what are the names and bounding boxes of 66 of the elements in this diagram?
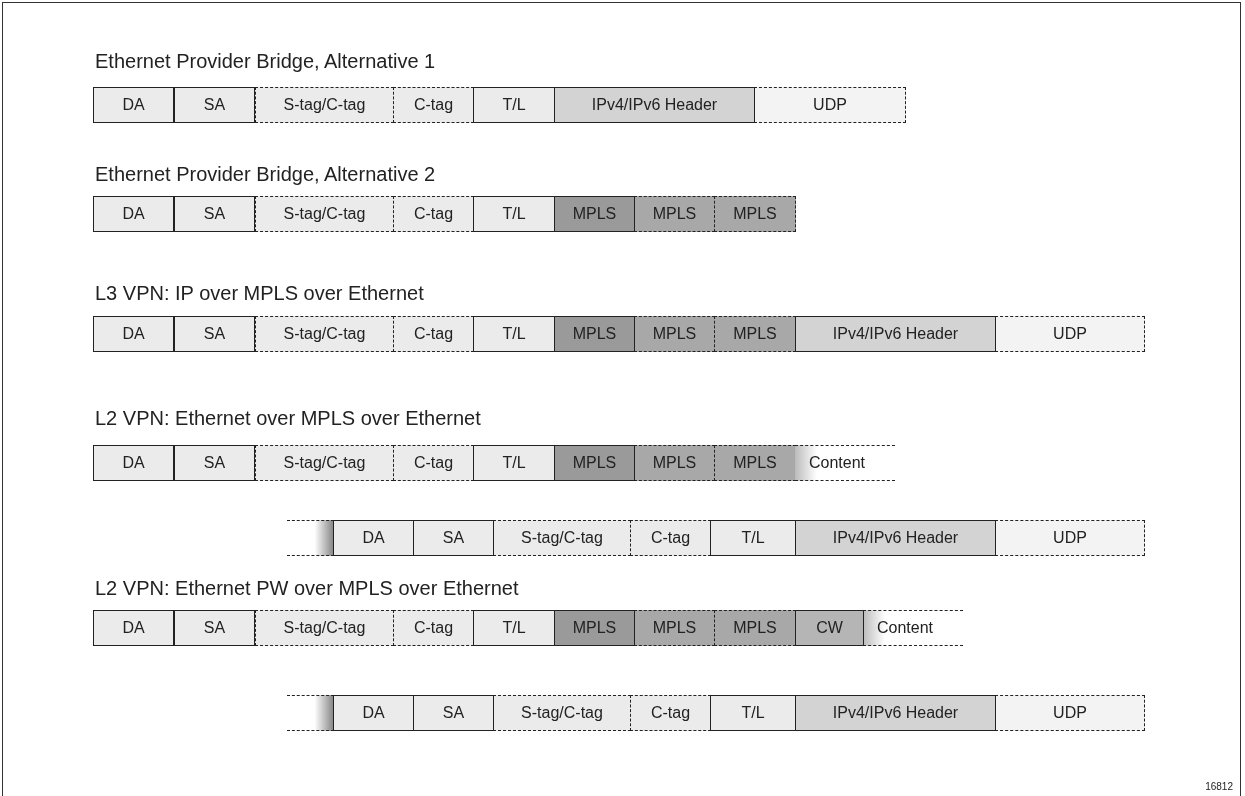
packet-field: DA — [93, 610, 174, 646]
packet-field: C-tag — [393, 196, 474, 232]
packet-field: S-tag/C-tag — [255, 87, 394, 123]
packet-field: C-tag — [393, 445, 474, 481]
section-heading: L2 VPN: Ethernet over MPLS over Ethernet — [95, 407, 481, 430]
packet-field: SA — [174, 445, 255, 481]
continuation-field — [287, 695, 334, 731]
figure-number: 16812 — [1205, 781, 1233, 792]
packet-field: C-tag — [393, 87, 474, 123]
packet-field: SA — [174, 87, 255, 123]
packet-field: DA — [333, 520, 414, 556]
packet-field: MPLS — [634, 196, 715, 232]
content-field: Content — [795, 445, 895, 481]
packet-field: MPLS — [714, 196, 796, 232]
packet-field: T/L — [473, 445, 555, 481]
packet-field: C-tag — [393, 316, 474, 352]
packet-field: IPv4/IPv6 Header — [554, 87, 755, 123]
packet-field: T/L — [473, 316, 555, 352]
section-heading: L2 VPN: Ethernet PW over MPLS over Ethernet — [95, 577, 519, 600]
section-heading: Ethernet Provider Bridge, Alternative 1 — [95, 50, 436, 73]
packet-field: DA — [333, 695, 414, 731]
packet-field: T/L — [473, 610, 555, 646]
packet-field: MPLS — [634, 610, 715, 646]
packet-field: MPLS — [554, 610, 635, 646]
packet-field: DA — [93, 87, 174, 123]
packet-field: DA — [93, 196, 174, 232]
packet-field: MPLS — [634, 316, 715, 352]
packet-field: CW — [795, 610, 864, 646]
packet-field: SA — [174, 316, 255, 352]
section-heading: L3 VPN: IP over MPLS over Ethernet — [95, 282, 424, 305]
packet-field: UDP — [995, 316, 1145, 352]
packet-field: T/L — [473, 87, 555, 123]
packet-field: MPLS — [554, 316, 635, 352]
packet-field: C-tag — [393, 610, 474, 646]
packet-field: T/L — [710, 695, 796, 731]
packet-field: UDP — [995, 695, 1145, 731]
packet-field: MPLS — [554, 445, 635, 481]
packet-field: SA — [413, 520, 494, 556]
packet-field: S-tag/C-tag — [493, 695, 631, 731]
content-field: Content — [863, 610, 963, 646]
packet-field: S-tag/C-tag — [255, 196, 394, 232]
packet-field: MPLS — [714, 316, 796, 352]
packet-field: IPv4/IPv6 Header — [795, 316, 996, 352]
packet-field: T/L — [710, 520, 796, 556]
packet-field: C-tag — [630, 695, 711, 731]
packet-field: S-tag/C-tag — [255, 610, 394, 646]
packet-field: T/L — [473, 196, 555, 232]
packet-field: SA — [174, 196, 255, 232]
packet-field: DA — [93, 445, 174, 481]
packet-field: IPv4/IPv6 Header — [795, 520, 996, 556]
packet-field: MPLS — [554, 196, 635, 232]
packet-field: MPLS — [714, 610, 796, 646]
packet-field: SA — [413, 695, 494, 731]
section-heading: Ethernet Provider Bridge, Alternative 2 — [95, 163, 436, 186]
packet-field: MPLS — [634, 445, 715, 481]
packet-field: UDP — [754, 87, 906, 123]
packet-field: DA — [93, 316, 174, 352]
packet-field: S-tag/C-tag — [493, 520, 631, 556]
packet-field: S-tag/C-tag — [255, 445, 394, 481]
continuation-field — [287, 520, 334, 556]
packet-field: S-tag/C-tag — [255, 316, 394, 352]
packet-field: SA — [174, 610, 255, 646]
packet-field: IPv4/IPv6 Header — [795, 695, 996, 731]
packet-field: MPLS — [714, 445, 796, 481]
packet-field: UDP — [995, 520, 1145, 556]
packet-field: C-tag — [630, 520, 711, 556]
